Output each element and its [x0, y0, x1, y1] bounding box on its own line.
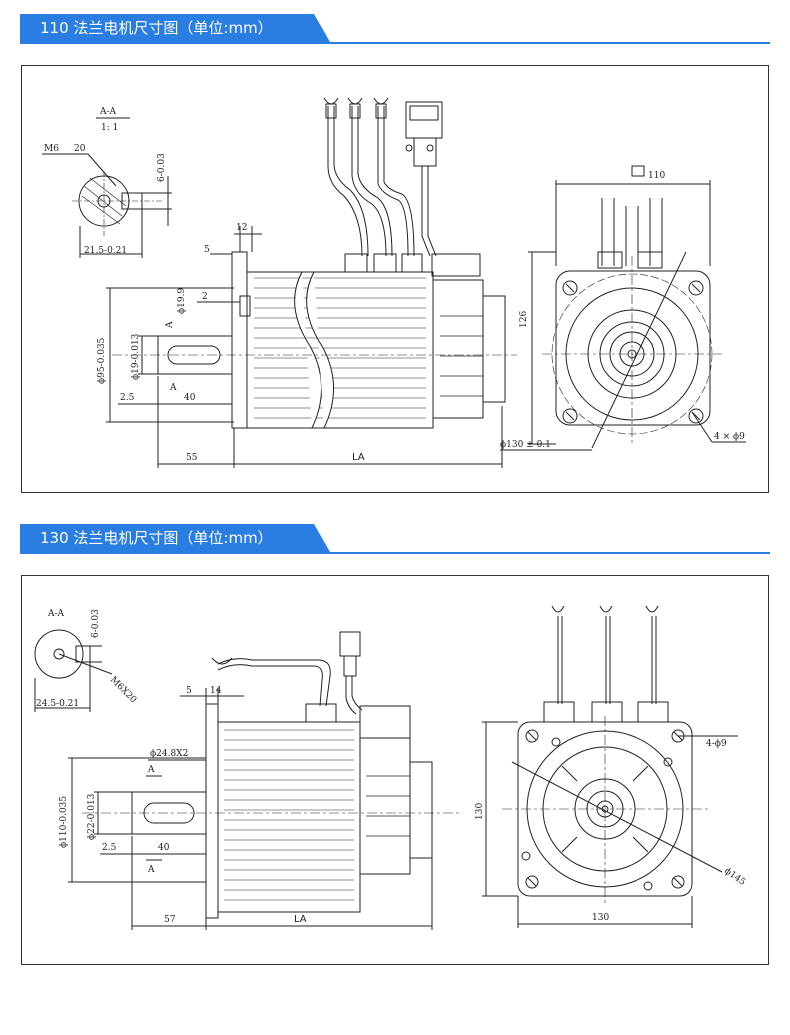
dim-145-label: ϕ145 [722, 866, 747, 888]
front-view-110: 110 126 ϕ130 ± 0.1 4 × ϕ9 [500, 165, 746, 451]
dim-la-label: LA [352, 452, 365, 463]
dim-2-label: 2 [202, 292, 208, 302]
dim-130-horizontal-label: 130 [592, 913, 609, 923]
shaft-height-label: 21.5-0.21 [84, 246, 127, 256]
dim-14-label: 14 [210, 686, 222, 696]
dim-22-label: ϕ22-0.013 [87, 793, 97, 840]
dim-2-5-label: 2.5 [102, 843, 117, 853]
holes-label: 4 × ϕ9 [714, 432, 745, 442]
dim-110-label: ϕ110-0.035 [59, 796, 69, 848]
dim-40-label: 40 [184, 393, 196, 403]
drawing-frame-130: A-A 6-0.03 M6X20 24.5-0.21 [21, 575, 769, 965]
section-a-top-label: A [165, 321, 175, 329]
key-width-label: 6-0.03 [157, 153, 167, 182]
front-view-130: 130 4-ϕ9 ϕ145 130 [475, 605, 747, 928]
section-tab-130: 130 法兰电机尺寸图（单位:mm） [20, 524, 330, 552]
dim-130-label: ϕ130 ± 0.1 [500, 440, 551, 450]
shaft-height-label: 24.5-0.21 [36, 699, 79, 709]
section-header-110: 110 法兰电机尺寸图（单位:mm） [20, 14, 770, 44]
section-header-130: 130 法兰电机尺寸图（单位:mm） [20, 524, 770, 554]
section-view-aa-110: A-A 1: 1 M6 20 6-0.03 21.5-0.21 [42, 107, 172, 258]
section-underline [20, 552, 770, 554]
thread-depth-label: 20 [74, 144, 86, 154]
drawing-frame-110: A-A 1: 1 M6 20 6-0.03 21.5-0.21 [21, 65, 769, 493]
dim-12-label: 12 [236, 223, 247, 233]
motor-110-drawing: A-A 1: 1 M6 20 6-0.03 21.5-0.21 [42, 97, 746, 468]
section-name-label: A-A [47, 609, 65, 619]
dim-130-vertical-label: 130 [475, 803, 485, 820]
section-name-label: A-A [99, 107, 117, 117]
side-view-110: 12 5 2 ϕ19.9 A ϕ95-0.035 ϕ19-0.013 2.5 A… [97, 97, 517, 468]
section-title-130: 130 法兰电机尺寸图（单位:mm） [40, 529, 273, 547]
section-view-aa-130: A-A 6-0.03 M6X20 24.5-0.21 [34, 609, 138, 712]
section-underline [20, 42, 770, 44]
dim-24-8-label: ϕ24.8X2 [150, 749, 188, 759]
dim-19-9-label: ϕ19.9 [177, 288, 187, 314]
dim-40-label: 40 [158, 843, 170, 853]
dim-2-5-label: 2.5 [120, 393, 135, 403]
section-title-110: 110 法兰电机尺寸图（单位:mm） [40, 19, 273, 37]
dim-5-label: 5 [204, 245, 210, 255]
dim-57-label: 57 [164, 915, 176, 925]
dim-la-label: LA [294, 914, 307, 925]
dim-55-label: 55 [186, 453, 198, 463]
dim-95-label: ϕ95-0.035 [97, 337, 107, 384]
scale-label: 1: 1 [101, 123, 118, 133]
motor-130-drawing: A-A 6-0.03 M6X20 24.5-0.21 [34, 605, 747, 930]
side-view-130: 5 14 ϕ24.8X2 A ϕ110-0.035 ϕ22-0.013 2.5 … [59, 631, 462, 930]
section-a-bottom-label: A [147, 865, 155, 875]
holes-label: 4-ϕ9 [706, 739, 727, 749]
thread-label: M6 [44, 144, 59, 154]
dim-19-label: ϕ19-0.013 [131, 333, 141, 380]
section-tab-110: 110 法兰电机尺寸图（单位:mm） [20, 14, 330, 42]
dim-126-label: 126 [519, 311, 529, 328]
thread-label: M6X20 [108, 675, 138, 705]
key-width-label: 6-0.03 [91, 609, 101, 638]
section-a-top-label: A [147, 765, 155, 775]
square-110-label: 110 [648, 171, 665, 181]
section-a-bottom-label: A [169, 383, 177, 393]
dim-5-label: 5 [186, 686, 192, 696]
